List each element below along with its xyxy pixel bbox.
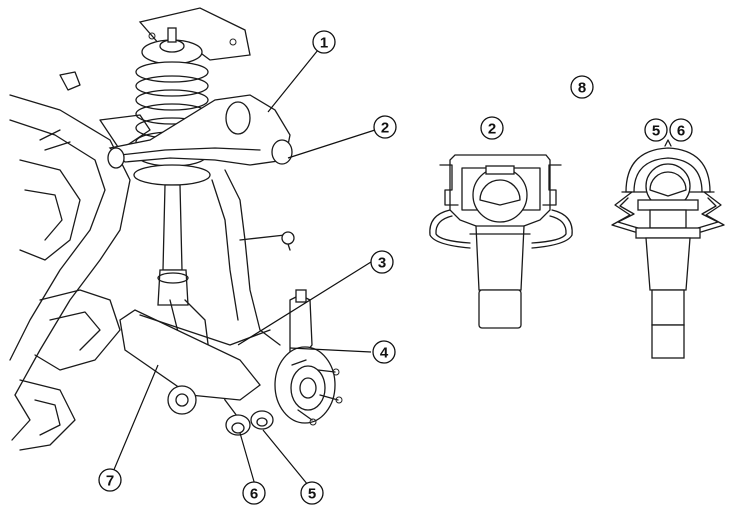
lower-arm — [119, 309, 271, 415]
callout-label: 3 — [378, 255, 386, 272]
callout-label: 5 — [308, 486, 316, 503]
detail-label: 2 — [488, 121, 496, 138]
callout-label: 8 — [578, 80, 586, 97]
leader-lines — [112, 49, 376, 486]
callout-label: 2 — [381, 120, 389, 137]
callout-label: 6 — [250, 486, 258, 503]
callout-5: 5 — [300, 481, 324, 505]
subframe — [9, 71, 151, 451]
suspension-assembly — [9, 7, 343, 451]
upper-arm — [107, 94, 293, 169]
callout-2: 2 — [373, 115, 397, 139]
detail-label: 5 — [652, 123, 660, 140]
callout-6: 6 — [242, 481, 266, 505]
wheel-hub — [274, 346, 343, 426]
ball-joint-detail-upper — [429, 154, 573, 329]
callout-3: 3 — [370, 250, 394, 274]
top-mount — [138, 7, 251, 65]
callout-4: 4 — [372, 340, 396, 364]
detail-label-5-6: 5 6 — [644, 118, 693, 142]
ball-joint-detail-lower — [611, 139, 725, 359]
detail-label: 6 — [677, 123, 685, 140]
callout-8: 8 — [570, 75, 594, 99]
callout-label: 4 — [380, 345, 389, 362]
callout-1: 1 — [312, 30, 336, 54]
shock-absorber — [157, 184, 189, 306]
callout-7: 7 — [98, 468, 122, 492]
callout-label: 1 — [320, 35, 328, 52]
lower-ball-joints — [225, 410, 274, 436]
callout-label: 7 — [106, 473, 114, 490]
detail-label-2: 2 — [480, 116, 504, 140]
